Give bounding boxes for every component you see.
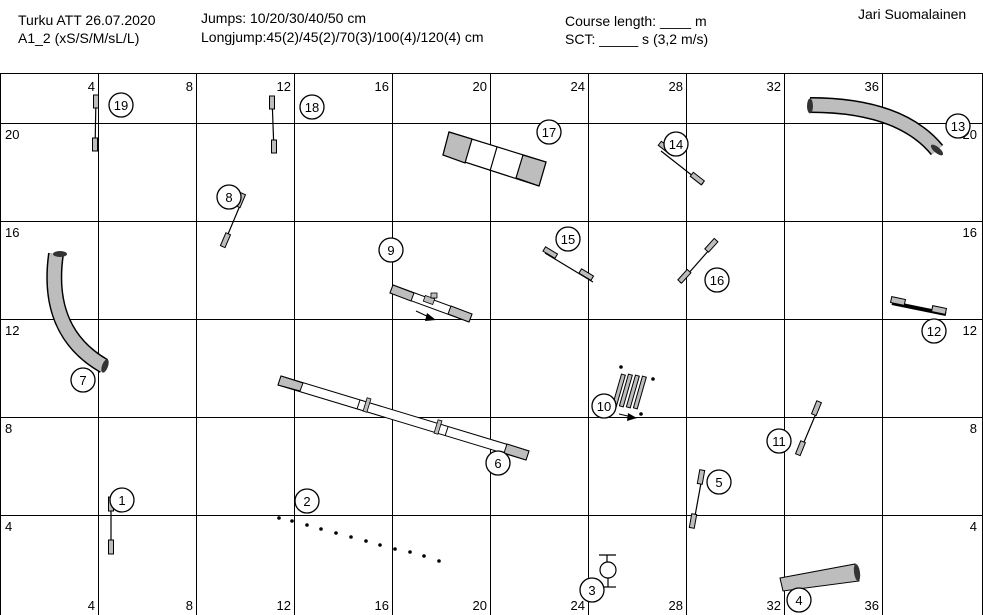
longjump-lengths: Longjump:45(2)/45(2)/70(3)/100(4)/120(4)… [201,29,484,45]
marker-3: 3 [579,577,605,603]
bottom-tick-label: 24 [571,598,585,613]
top-tick-label: 20 [473,79,487,94]
marker-11: 11 [766,428,792,454]
obstacle-10-weave-poles [610,365,655,421]
marker-number: 10 [597,399,611,414]
marker-10: 10 [591,393,617,419]
marker-13: 13 [945,113,971,139]
marker-number: 18 [305,100,319,115]
left-tick-label: 4 [5,519,12,534]
marker-18: 18 [299,94,325,120]
marker-17: 17 [536,119,562,145]
obstacle-7-tunnel [46,251,109,373]
right-tick-label: 8 [970,421,977,436]
obstacle-13-tunnel [807,97,944,156]
marker-1: 1 [109,487,135,513]
obstacle-5-jump [688,469,706,529]
marker-number: 4 [795,593,802,608]
marker-4: 4 [786,587,812,613]
marker-number: 12 [927,324,941,339]
marker-number: 9 [387,243,394,258]
marker-15: 15 [555,226,581,252]
course-length: Course length: ____ m [565,13,707,29]
marker-number: 14 [669,137,683,152]
bottom-tick-label: 20 [473,598,487,613]
marker-number: 17 [542,125,556,140]
obstacle-16-jump [677,237,719,284]
marker-number: 11 [772,434,786,449]
left-tick-label: 8 [5,421,12,436]
top-tick-label: 28 [669,79,683,94]
bottom-tick-label: 16 [375,598,389,613]
bottom-tick-label: 4 [88,598,95,613]
marker-number: 6 [494,456,501,471]
right-tick-label: 12 [963,323,977,338]
left-tick-label: 16 [5,225,19,240]
marker-number: 16 [710,273,724,288]
obstacle-19-jump [92,94,99,152]
obstacle-3-tire [599,554,617,588]
obstacle-8-jump [219,192,247,249]
marker-8: 8 [216,184,242,210]
obstacle-15-jump [542,246,595,283]
marker-number: 5 [715,475,722,490]
marker-number: 13 [951,119,965,134]
top-tick-label: 32 [767,79,781,94]
obstacle-markers: 1 2 3 4 5 6 7 8 9 10 11 12 13 14 15 16 1… [70,92,971,613]
left-tick-label: 12 [5,323,19,338]
obstacle-11-jump [794,400,823,457]
marker-number: 15 [561,232,575,247]
marker-number: 19 [114,98,128,113]
right-ticks: 20 16 12 8 4 [963,127,977,534]
marker-19: 19 [108,92,134,118]
obstacle-12-jump [889,296,948,316]
right-tick-label: 16 [963,225,977,240]
marker-5: 5 [706,469,732,495]
obstacle-9-seesaw [389,284,473,323]
bottom-tick-label: 12 [277,598,291,613]
class-line: A1_2 (xS/S/M/sL/L) [18,30,140,46]
bottom-tick-label: 36 [865,598,879,613]
obstacle-6-dog-walk [277,375,530,461]
bottom-tick-label: 8 [186,598,193,613]
top-tick-label: 24 [571,79,585,94]
marker-16: 16 [704,267,730,293]
grid [0,74,983,615]
marker-12: 12 [921,318,947,344]
marker-2: 2 [294,488,320,514]
top-tick-label: 4 [88,79,95,94]
top-tick-label: 36 [865,79,879,94]
obstacle-2-long-jump [277,516,441,563]
right-tick-label: 4 [970,519,977,534]
marker-14: 14 [663,131,689,157]
bottom-tick-label: 32 [767,598,781,613]
marker-number: 2 [303,494,310,509]
obstacle-18-jump [269,95,277,154]
marker-number: 7 [79,373,86,388]
top-tick-label: 16 [375,79,389,94]
left-ticks: 20 16 12 8 4 [5,127,19,534]
jump-heights: Jumps: 10/20/30/40/50 cm [201,10,366,26]
bottom-tick-label: 28 [669,598,683,613]
obstacle-17-a-frame [442,131,547,187]
left-tick-label: 20 [5,127,19,142]
marker-9: 9 [378,237,404,263]
marker-number: 1 [118,493,125,508]
top-ticks: 4 8 12 16 20 24 28 32 36 [88,79,879,94]
top-tick-label: 12 [277,79,291,94]
marker-6: 6 [485,450,511,476]
marker-number: 8 [225,190,232,205]
top-tick-label: 8 [186,79,193,94]
course-header: Turku ATT 26.07.2020 A1_2 (xS/S/M/sL/L) … [0,0,983,74]
marker-7: 7 [70,367,96,393]
obstacle-4-tunnel [779,563,861,592]
event-title: Turku ATT 26.07.2020 [18,12,156,28]
marker-number: 3 [588,583,595,598]
bottom-ticks: 4 8 12 16 20 24 28 32 36 [88,598,879,613]
standard-course-time: SCT: _____ s (3,2 m/s) [565,31,709,47]
judge-name: Jari Suomalainen [858,6,967,22]
